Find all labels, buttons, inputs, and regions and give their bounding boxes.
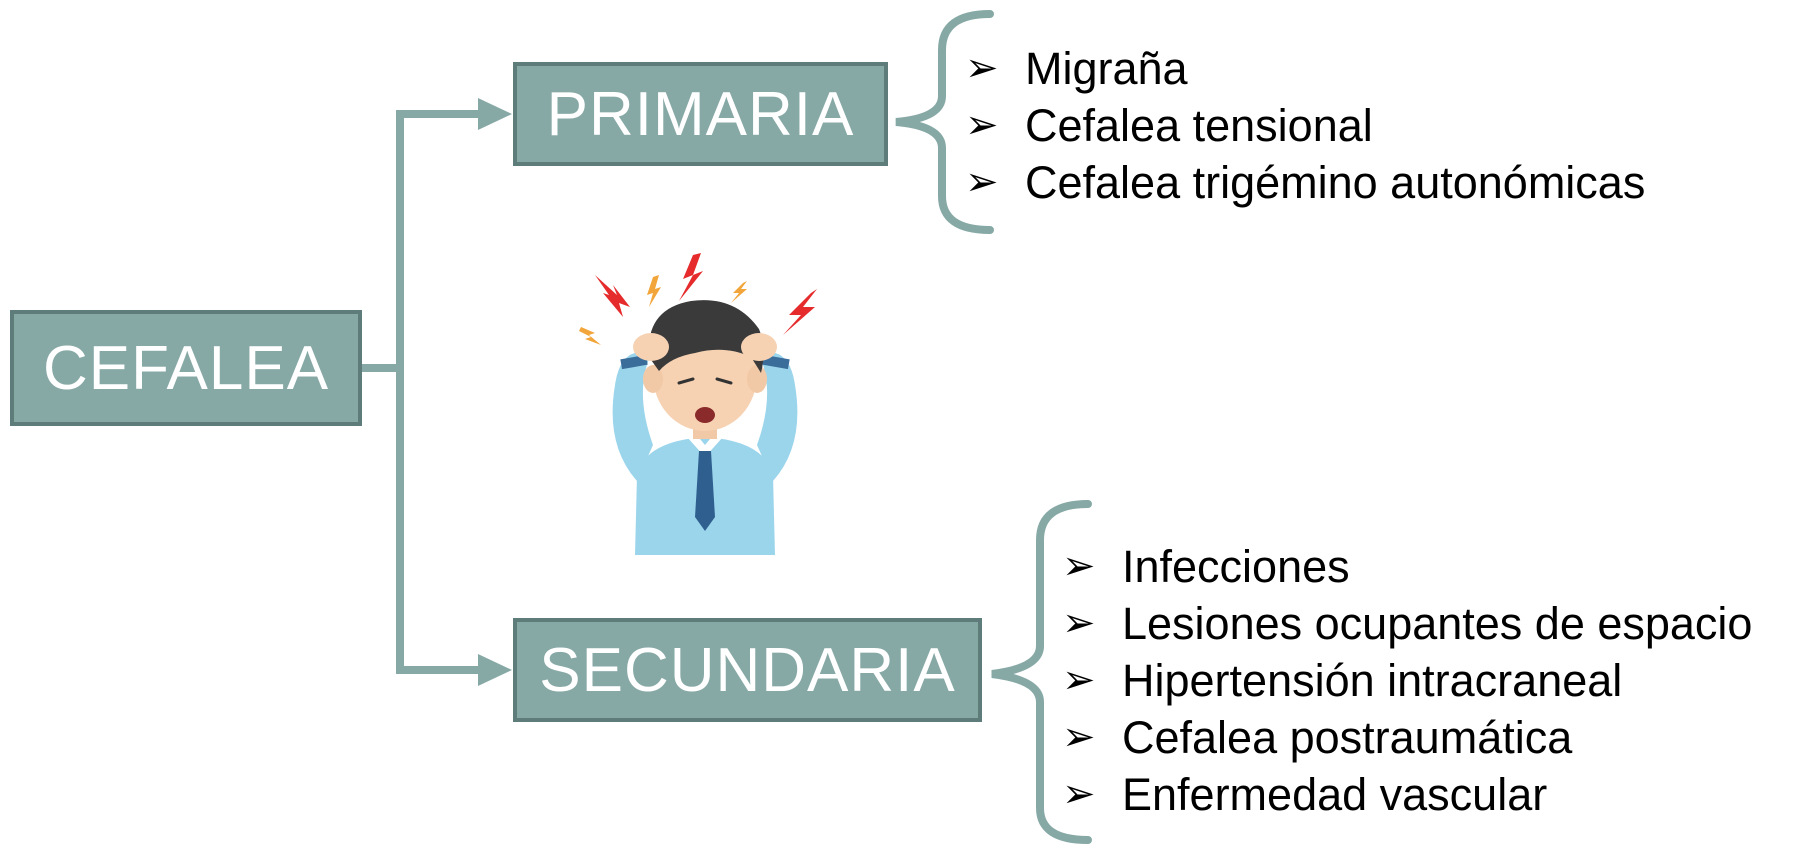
list-item-label: Migraña bbox=[1025, 43, 1188, 94]
list-item: ➢ Migraña bbox=[965, 40, 1645, 97]
primary-items-list: ➢ Migraña ➢ Cefalea tensional ➢ Cefalea … bbox=[965, 40, 1645, 211]
root-node-box: CEFALEA bbox=[10, 310, 362, 426]
arrow-bullet-icon: ➢ bbox=[965, 160, 999, 204]
arrow-bullet-icon: ➢ bbox=[965, 103, 999, 147]
list-item: ➢ Cefalea trigémino autonómicas bbox=[965, 154, 1645, 211]
arrow-bullet-icon: ➢ bbox=[1062, 544, 1096, 588]
arrow-bullet-icon: ➢ bbox=[1062, 772, 1096, 816]
secondary-brace bbox=[991, 500, 1092, 844]
arrow-bullet-icon: ➢ bbox=[1062, 715, 1096, 759]
arrow-bullet-icon: ➢ bbox=[1062, 658, 1096, 702]
primary-brace bbox=[895, 10, 994, 234]
list-item-label: Cefalea trigémino autonómicas bbox=[1025, 157, 1646, 208]
list-item-label: Hipertensión intracraneal bbox=[1122, 655, 1623, 706]
lightning-bolt-icon bbox=[579, 327, 601, 345]
headache-person-icon bbox=[579, 253, 817, 555]
list-item-label: Cefalea postraumática bbox=[1122, 712, 1573, 763]
primary-arrowhead bbox=[478, 98, 512, 130]
arrow-bullet-icon: ➢ bbox=[965, 46, 999, 90]
lightning-bolt-icon bbox=[595, 275, 630, 317]
primary-node-label: PRIMARIA bbox=[546, 79, 855, 149]
list-item: ➢ Lesiones ocupantes de espacio bbox=[1062, 595, 1752, 652]
lightning-bolt-icon bbox=[647, 275, 661, 307]
list-item-label: Infecciones bbox=[1122, 541, 1350, 592]
primary-node-box: PRIMARIA bbox=[513, 62, 888, 166]
secondary-arrowhead bbox=[478, 654, 512, 686]
list-item-label: Cefalea tensional bbox=[1025, 100, 1373, 151]
lightning-bolt-icon bbox=[783, 289, 817, 335]
list-item-label: Enfermedad vascular bbox=[1122, 769, 1548, 820]
list-item: ➢ Enfermedad vascular bbox=[1062, 766, 1752, 823]
root-node-label: CEFALEA bbox=[42, 333, 330, 403]
list-item: ➢ Hipertensión intracraneal bbox=[1062, 652, 1752, 709]
list-item-label: Lesiones ocupantes de espacio bbox=[1122, 598, 1753, 649]
secondary-node-label: SECUNDARIA bbox=[539, 635, 956, 705]
arrow-bullet-icon: ➢ bbox=[1062, 601, 1096, 645]
secondary-node-box: SECUNDARIA bbox=[513, 618, 982, 722]
lightning-bolt-icon bbox=[679, 253, 703, 301]
list-item: ➢ Infecciones bbox=[1062, 538, 1752, 595]
list-item: ➢ Cefalea tensional bbox=[965, 97, 1645, 154]
lightning-bolt-icon bbox=[731, 281, 747, 303]
list-item: ➢ Cefalea postraumática bbox=[1062, 709, 1752, 766]
secondary-items-list: ➢ Infecciones ➢ Lesiones ocupantes de es… bbox=[1062, 538, 1752, 823]
